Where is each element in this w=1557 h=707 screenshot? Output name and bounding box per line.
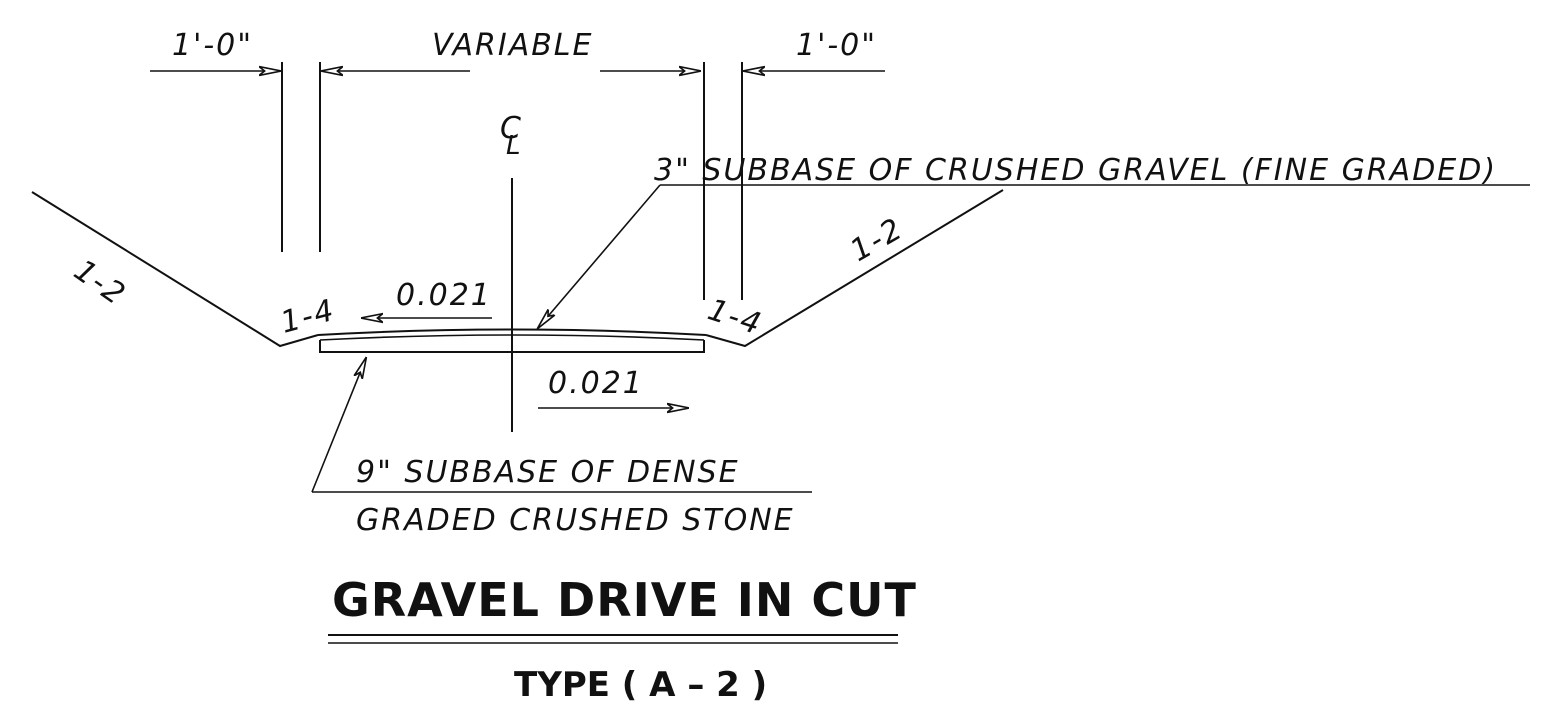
top-layer-surface (317, 328, 707, 336)
centerline-symbol-c: C (500, 111, 523, 146)
extension-lines (281, 62, 743, 300)
right-inner-slope-label: 1-4 (704, 292, 767, 342)
top-callout-leader (538, 184, 661, 328)
right-outer-slope-label: 1-2 (845, 211, 910, 269)
right-side-slope (705, 189, 1004, 348)
centerline-symbol-l: L (506, 131, 521, 161)
bottom-callout-leader (311, 358, 366, 493)
drawing-title: GRAVEL DRIVE IN CUT (332, 573, 917, 627)
top-layer-underside (319, 334, 705, 341)
bottom-layer-callout-line2: GRADED CRUSHED STONE (356, 503, 795, 538)
drawing-subtitle: TYPE ( A – 2 ) (514, 665, 767, 705)
left-clearance-label: 1'-0" (172, 28, 253, 63)
pavement-section (317, 328, 707, 353)
left-outer-slope-label: 1-2 (67, 253, 132, 313)
variable-width-label: VARIABLE (432, 28, 593, 63)
right-clearance-label: 1'-0" (796, 28, 877, 63)
cross-slope-left-label: 0.021 (396, 278, 492, 313)
top-layer-callout: 3" SUBBASE OF CRUSHED GRAVEL (FINE GRADE… (654, 153, 1497, 188)
cut-profile (31, 189, 1004, 348)
cross-slope-right-label: 0.021 (548, 366, 644, 401)
left-side-slope (31, 191, 319, 348)
bottom-layer-callout-line1: 9" SUBBASE OF DENSE (356, 455, 740, 490)
bottom-layer-outline (319, 340, 705, 353)
